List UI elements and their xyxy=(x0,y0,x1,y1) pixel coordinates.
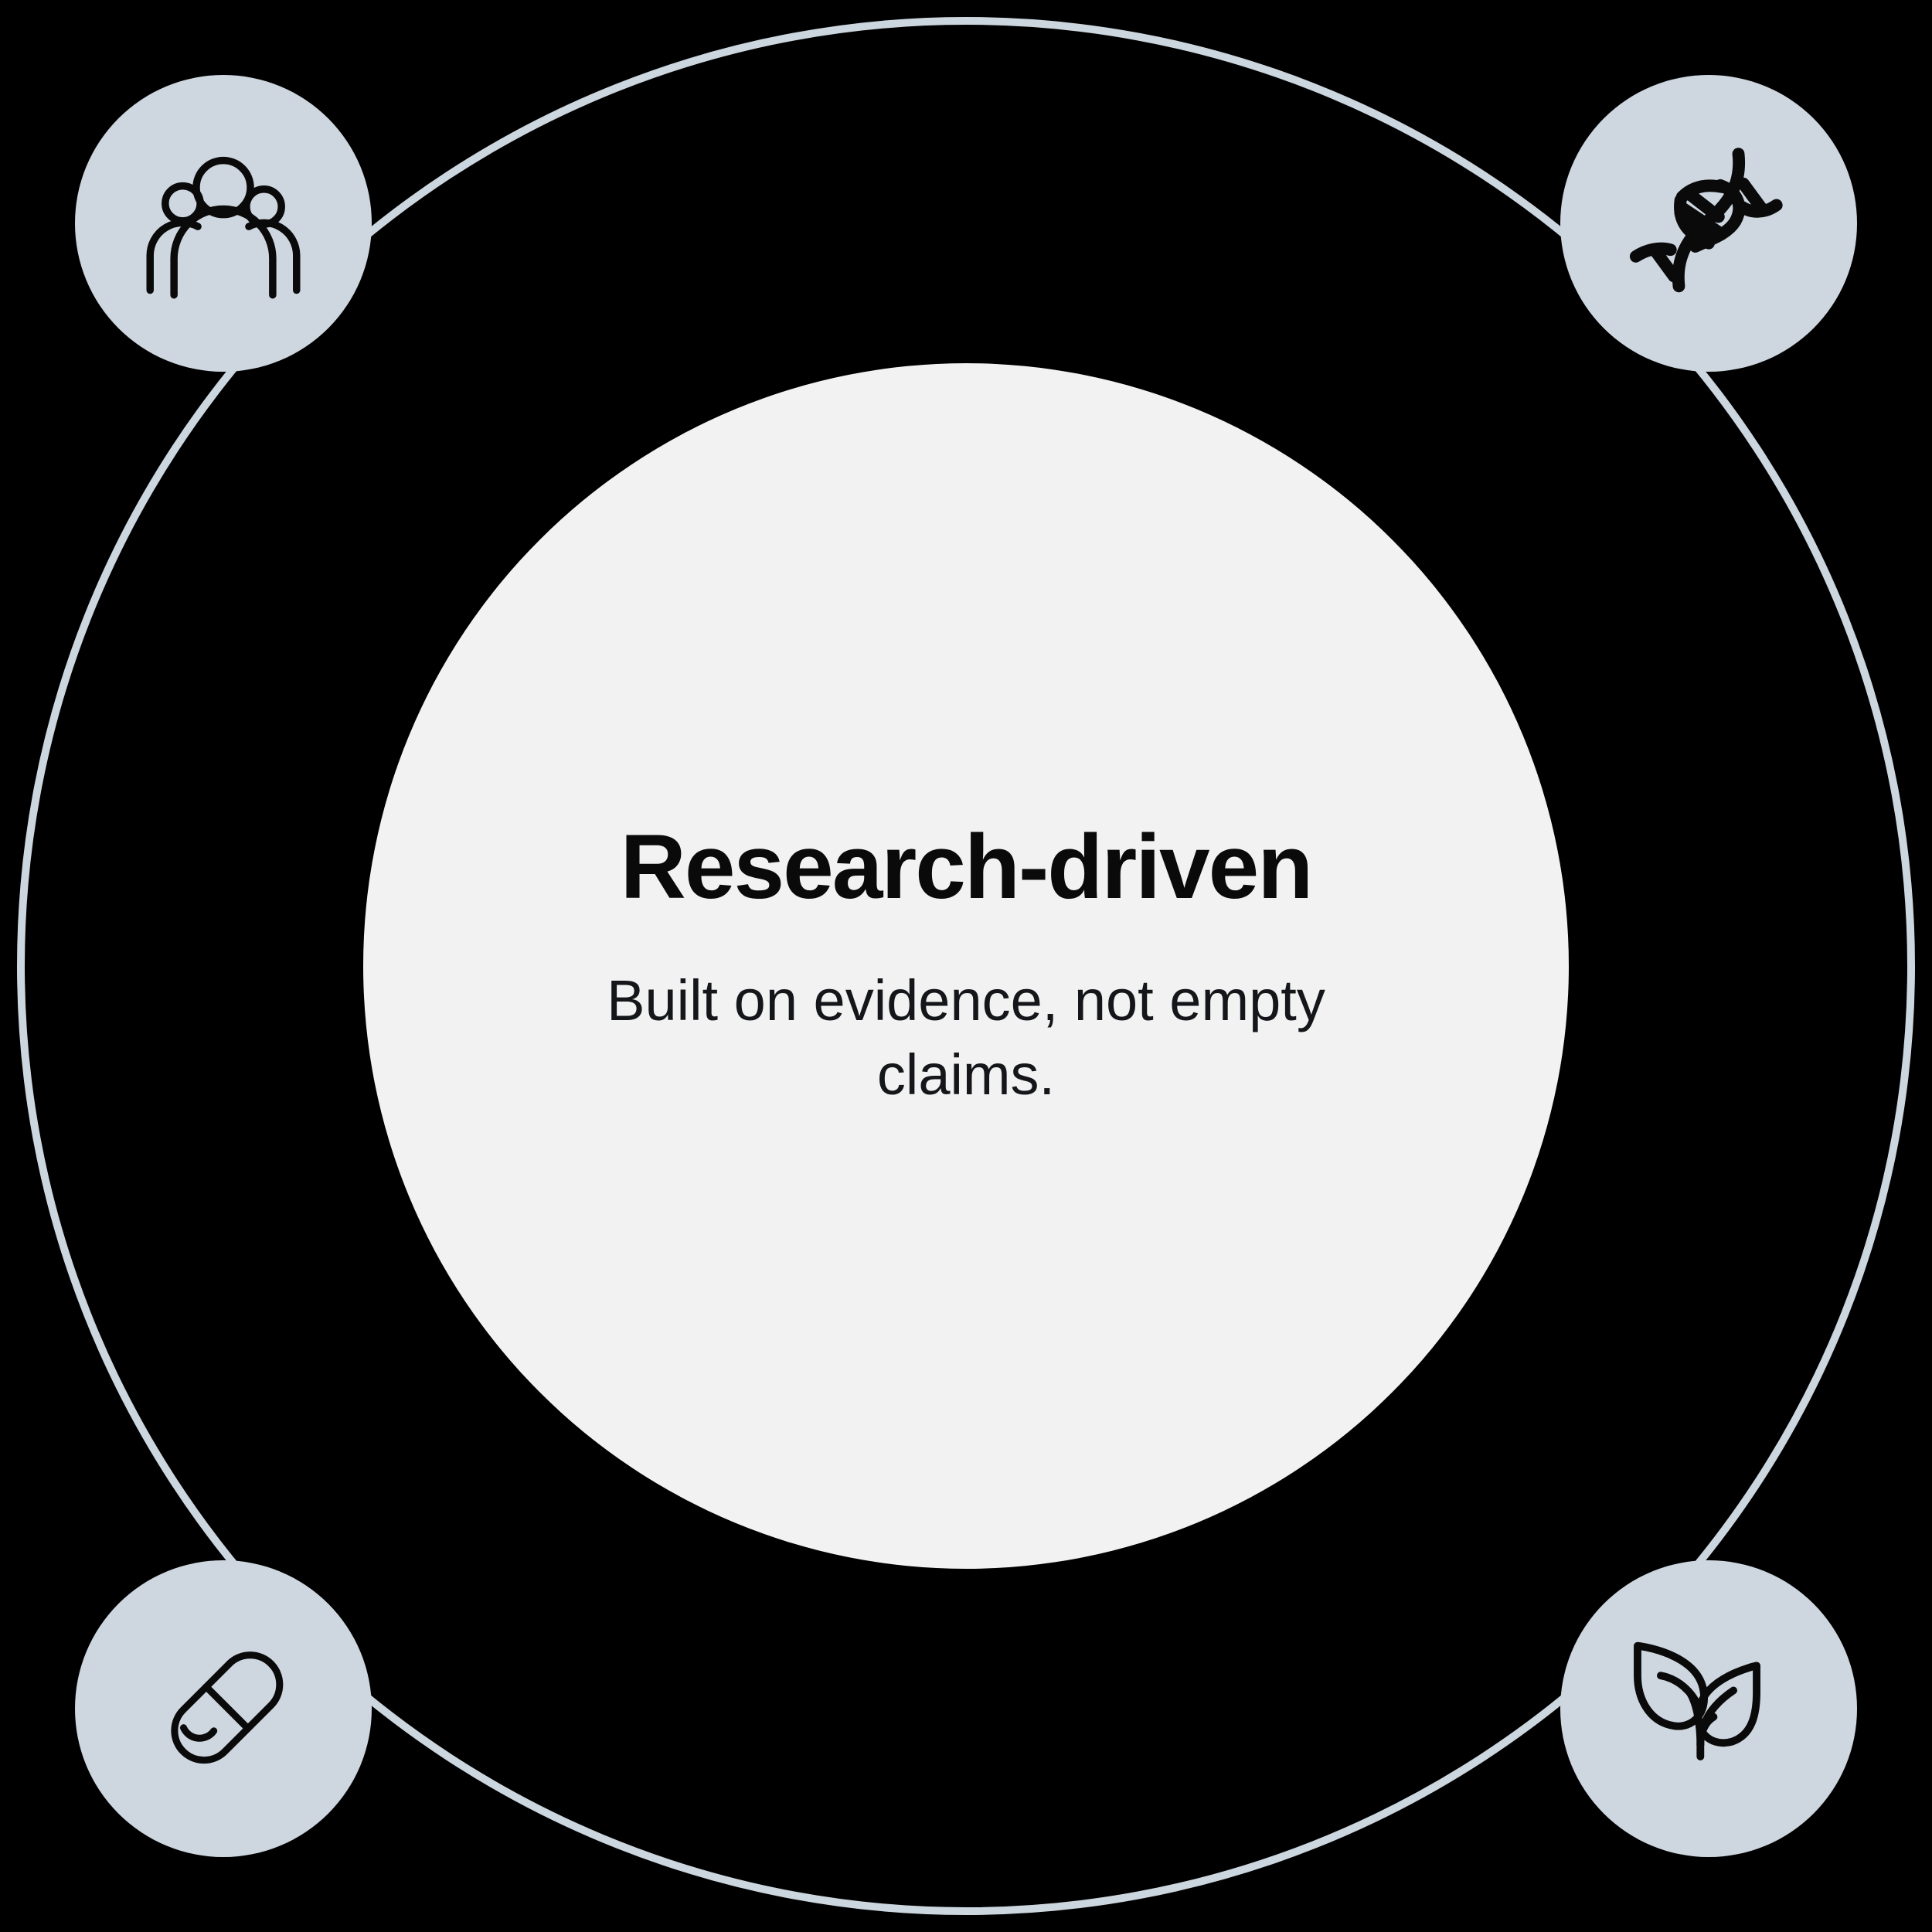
badge-plant[interactable] xyxy=(1560,1560,1857,1857)
page-subtitle: Built on evidence, not empty claims. xyxy=(607,968,1325,1107)
center-disc: Research-driven Built on evidence, not e… xyxy=(363,363,1569,1569)
pill-capsule-icon xyxy=(144,1629,303,1788)
dna-helix-icon xyxy=(1626,141,1791,306)
page-title: Research-driven xyxy=(620,815,1314,918)
badge-pill[interactable] xyxy=(75,1560,372,1857)
badge-people[interactable] xyxy=(75,75,372,372)
badge-dna[interactable] xyxy=(1560,75,1857,372)
people-group-icon xyxy=(144,144,303,303)
plant-leaves-icon xyxy=(1626,1626,1791,1791)
